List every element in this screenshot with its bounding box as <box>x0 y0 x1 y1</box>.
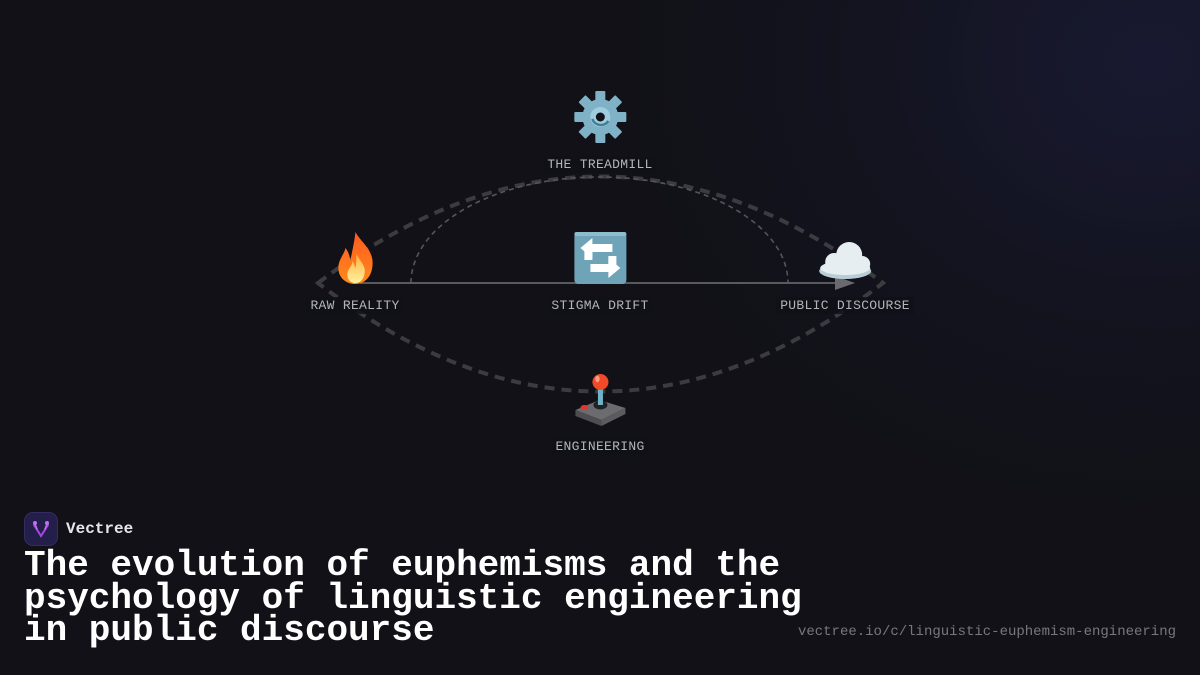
node-label: ENGINEERING <box>551 438 649 455</box>
arrow-head-icon <box>835 276 855 290</box>
node-label: THE TREADMILL <box>543 156 657 173</box>
vectree-logo-icon <box>24 512 58 546</box>
inner-arc-path <box>410 176 789 284</box>
cloud-icon <box>816 229 874 287</box>
brand-name: Vectree <box>66 520 134 538</box>
node-raw-reality: RAW REALITY <box>306 229 404 314</box>
joystick-icon <box>571 370 629 428</box>
brand: Vectree <box>24 512 133 546</box>
page-url[interactable]: vectree.io/c/linguistic-euphemism-engine… <box>797 624 1176 640</box>
node-label: RAW REALITY <box>306 297 404 314</box>
node-engineering: ENGINEERING <box>551 370 649 455</box>
gear-icon <box>571 88 629 146</box>
fire-icon <box>326 229 384 287</box>
repeat-arrows-icon <box>571 229 629 287</box>
outer-loop-path <box>314 174 887 394</box>
node-label: STIGMA DRIFT <box>547 297 653 314</box>
page-title: The evolution of euphemisms and the psyc… <box>24 545 802 651</box>
euphemism-treadmill-diagram: THE TREADMILL RAW REALITY <box>306 88 914 455</box>
node-stigma-drift: STIGMA DRIFT <box>547 229 653 314</box>
node-the-treadmill: THE TREADMILL <box>543 88 657 173</box>
node-public-discourse: PUBLIC DISCOURSE <box>776 229 914 314</box>
node-label: PUBLIC DISCOURSE <box>776 297 914 314</box>
